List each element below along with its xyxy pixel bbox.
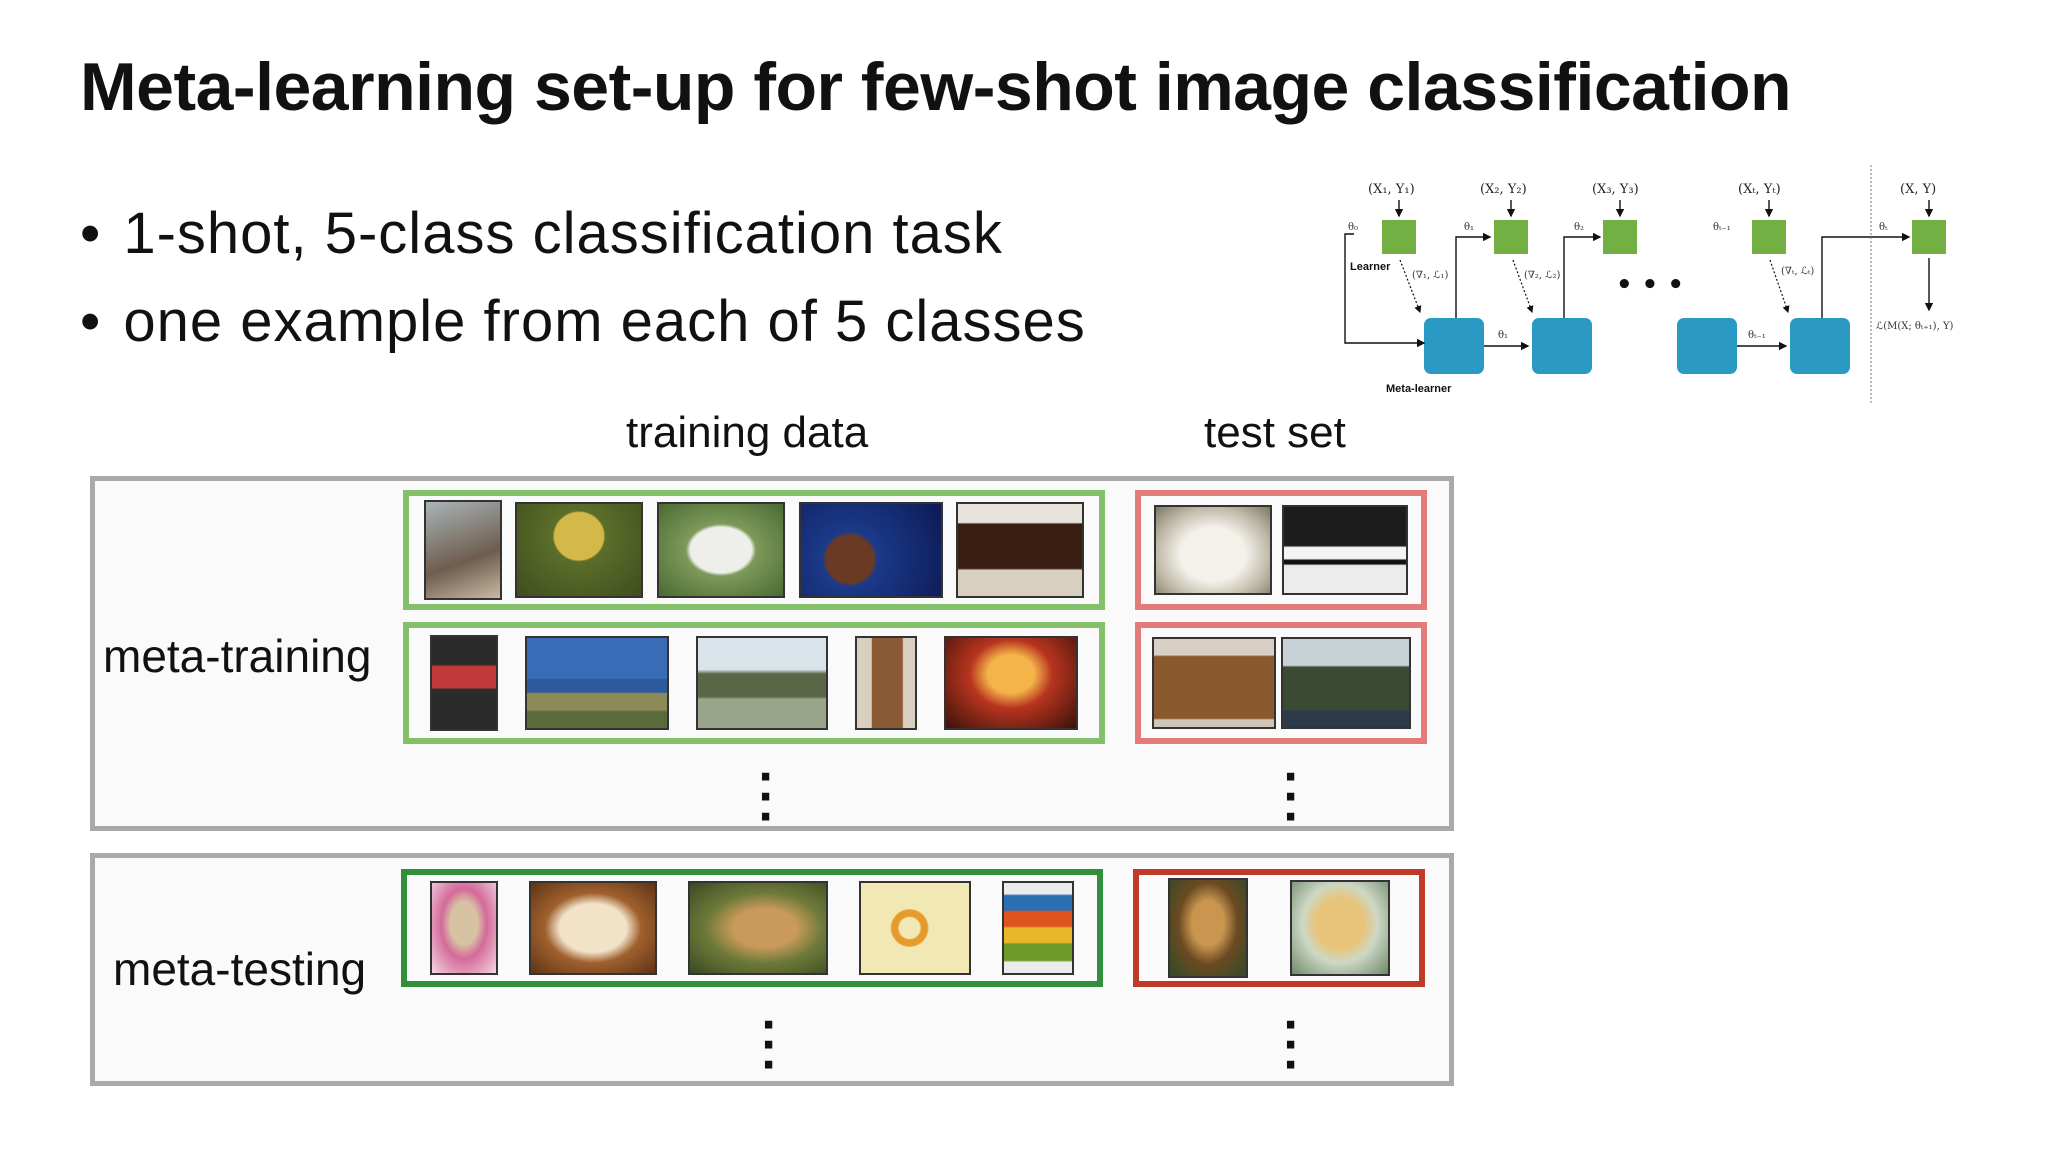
learner-label: Learner (1350, 261, 1391, 273)
support-set-1 (403, 490, 1105, 610)
bowl-photo (1290, 880, 1390, 976)
meta-theta-t-minus-1: θₜ₋₁ (1748, 330, 1766, 341)
gymnast-photo (430, 635, 499, 731)
carousel-photo (943, 636, 1078, 730)
singer-photo (798, 502, 943, 598)
meta-theta-1: θ₁ (1498, 330, 1508, 341)
meta-learner-label: Meta-learner (1386, 383, 1452, 395)
meta-learner-box-3 (1677, 318, 1737, 374)
chain-ellipsis: • • • (1616, 270, 1684, 300)
grad-label-2: (∇₂, ℒ₂) (1524, 270, 1560, 281)
meta-learner-diagram: (X₁, Y₁) (X₂, Y₂) (X₃, Y₃) (Xₜ, Yₜ) (X, … (1344, 165, 1954, 405)
grad-label-t: (∇ₜ, ℒₜ) (1781, 266, 1814, 277)
lion-photo (1168, 878, 1248, 978)
barrels-photo (1151, 637, 1276, 729)
query-set-2 (1135, 622, 1427, 744)
learner-box-2 (1603, 220, 1637, 254)
bullet-item: 1-shot, 5-class classification task (80, 190, 1086, 278)
loss-label: ℒ(M(X; θₜ₊₁), Y) (1876, 321, 1954, 332)
theta-1: θ₁ (1464, 222, 1474, 233)
learner-box-t1 (1752, 220, 1786, 254)
tank-photo (695, 636, 828, 730)
learner-box-1 (1494, 220, 1528, 254)
input-label-2: (X₂, Y₂) (1480, 182, 1527, 197)
lion-roaring-photo (687, 881, 828, 975)
bullet-item: one example from each of 5 classes (80, 278, 1086, 366)
vertical-ellipsis: ··· (1283, 996, 1301, 1094)
theta-t: θₜ (1879, 222, 1888, 233)
support-set-2 (403, 622, 1105, 744)
golden-dog-photo (529, 881, 658, 975)
grad-label-1: (∇₁, ℒ₁) (1412, 270, 1448, 281)
input-label-1: (X₁, Y₁) (1368, 182, 1415, 197)
meta-testing-panel: meta-testing ··· ··· (90, 853, 1454, 1094)
slide-title: Meta-learning set-up for few-shot image … (80, 49, 1792, 125)
piano-keys-photo (1282, 505, 1408, 595)
piano-photo (956, 502, 1085, 598)
training-data-label: training data (626, 408, 869, 457)
vertical-ellipsis: ··· (758, 748, 776, 846)
input-label-3: (X₃, Y₃) (1592, 182, 1639, 197)
test-set-label: test set (1204, 408, 1346, 457)
input-label-test: (X, Y) (1900, 182, 1936, 197)
meta-learner-box-1 (1424, 318, 1484, 374)
cliff-coast-photo (525, 636, 670, 730)
meta-testing-label: meta-testing (113, 943, 367, 995)
white-dog-photo (656, 502, 785, 598)
theta-0: θ₀ (1348, 222, 1358, 233)
mushroom-photo (515, 502, 644, 598)
theta-t-minus-1: θₜ₋₁ (1713, 222, 1731, 233)
meta-test-query-set (1133, 869, 1425, 987)
meta-test-support-set (401, 869, 1103, 987)
meta-training-label: meta-training (103, 630, 372, 682)
bullet-list: 1-shot, 5-class classification task one … (80, 190, 1086, 366)
cliffs-photo (1280, 637, 1411, 729)
learner-box-0 (1382, 220, 1416, 254)
meta-learner-box-4 (1790, 318, 1850, 374)
pretzel-photo (858, 881, 971, 975)
meta-training-panel: meta-training ··· ··· (90, 476, 1454, 846)
meta-learner-box-2 (1532, 318, 1592, 374)
bowls-stack-photo (1001, 881, 1074, 975)
query-set-1 (1135, 490, 1427, 610)
shaggy-dog-photo (1154, 505, 1272, 595)
bird-photo (423, 500, 502, 600)
learner-box-t (1912, 220, 1946, 254)
input-label-t: (Xₜ, Yₜ) (1738, 182, 1781, 197)
pug-photo (430, 881, 499, 975)
vertical-ellipsis: ··· (761, 996, 779, 1094)
vertical-ellipsis: ··· (1283, 748, 1301, 846)
barrel-photo (854, 636, 917, 730)
theta-2: θ₂ (1574, 222, 1584, 233)
